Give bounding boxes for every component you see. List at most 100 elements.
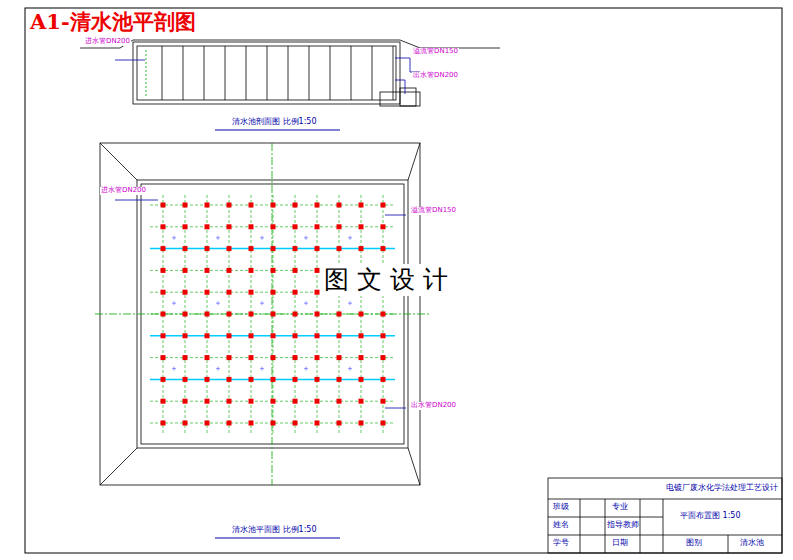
pier-mark <box>205 377 210 382</box>
pier-mark <box>381 377 386 382</box>
pier-mark <box>315 399 320 404</box>
pier-mark <box>227 377 232 382</box>
pier-mark <box>359 246 364 251</box>
pier-mark <box>315 355 320 360</box>
pier-mark <box>315 377 320 382</box>
pier-mark <box>205 355 210 360</box>
pipe-label: 溢流管DN150 <box>412 48 459 56</box>
pier-mark <box>205 290 210 295</box>
pier-mark <box>249 399 254 404</box>
pier-mark <box>271 203 276 208</box>
pier-mark <box>315 312 320 317</box>
pier-mark <box>359 312 364 317</box>
cross-mark <box>260 367 264 371</box>
pier-mark <box>315 333 320 338</box>
pier-mark <box>183 355 188 360</box>
pier-mark <box>359 224 364 229</box>
pier-mark <box>205 399 210 404</box>
pier-mark <box>337 203 342 208</box>
block-cell: 电镀厂废水化学法处理工艺设计 <box>666 484 778 493</box>
cross-mark <box>216 236 220 240</box>
sheet-frame <box>25 8 782 553</box>
cross-mark <box>260 236 264 240</box>
pier-mark <box>249 355 254 360</box>
title-underline <box>215 538 340 539</box>
pier-mark <box>227 224 232 229</box>
pier-line <box>162 46 163 100</box>
pier-line <box>288 46 289 100</box>
pier-mark <box>381 399 386 404</box>
pier-mark <box>381 333 386 338</box>
pier-line <box>204 46 205 100</box>
pier-mark <box>337 246 342 251</box>
pier-mark <box>227 246 232 251</box>
pier-mark <box>183 377 188 382</box>
pier-mark <box>381 312 386 317</box>
pier-mark <box>161 290 166 295</box>
pier-mark <box>293 290 298 295</box>
pier-line <box>309 46 310 100</box>
pier-mark <box>293 355 298 360</box>
pier-mark <box>359 355 364 360</box>
pier-mark <box>381 224 386 229</box>
pier-mark <box>183 246 188 251</box>
pier-mark <box>337 377 342 382</box>
pier-line <box>267 46 268 100</box>
pier-mark <box>271 399 276 404</box>
pier-mark <box>183 203 188 208</box>
pier-mark <box>359 203 364 208</box>
pier-mark <box>381 355 386 360</box>
pier-mark <box>205 333 210 338</box>
pier-mark <box>293 312 298 317</box>
pier-mark <box>271 268 276 273</box>
pier-mark <box>249 421 254 426</box>
pier-line <box>183 46 184 100</box>
title-underline <box>215 130 340 131</box>
pier-mark <box>205 224 210 229</box>
pier-mark <box>315 268 320 273</box>
pier-mark <box>249 246 254 251</box>
pier-mark <box>161 203 166 208</box>
pier-mark <box>205 421 210 426</box>
pier-mark <box>315 224 320 229</box>
pier-mark <box>183 268 188 273</box>
pier-mark <box>271 246 276 251</box>
pier-mark <box>381 203 386 208</box>
pier-mark <box>249 333 254 338</box>
pier-mark <box>337 312 342 317</box>
pier-mark <box>337 399 342 404</box>
pier-mark <box>359 377 364 382</box>
pier-mark <box>227 312 232 317</box>
block-cell: 班级 <box>553 503 569 512</box>
block-cell: 姓名 <box>553 521 569 530</box>
cross-mark <box>260 301 264 305</box>
pier-mark <box>359 333 364 338</box>
pier-mark <box>315 290 320 295</box>
pier-mark <box>183 290 188 295</box>
pier-mark <box>271 377 276 382</box>
pier-mark <box>315 246 320 251</box>
pier-mark <box>271 224 276 229</box>
cross-mark <box>216 367 220 371</box>
section-piers <box>162 46 393 100</box>
pier-mark <box>227 421 232 426</box>
pier-mark <box>183 421 188 426</box>
pier-mark <box>271 421 276 426</box>
pipe-label: 进水管DN200 <box>84 38 131 46</box>
pipe-label: 出水管DN200 <box>410 402 457 410</box>
cross-mark <box>304 301 308 305</box>
pier-mark <box>249 203 254 208</box>
cross-mark <box>348 236 352 240</box>
pier-line <box>393 46 394 100</box>
pier-mark <box>337 333 342 338</box>
pier-line <box>246 46 247 100</box>
block-cell: 专业 <box>612 503 628 512</box>
view-title: 清水池剖面图 比例1:50 <box>232 118 317 127</box>
pier-mark <box>205 246 210 251</box>
pipe-label: 溢流管DN150 <box>410 207 457 215</box>
pier-mark <box>337 355 342 360</box>
cross-mark <box>172 301 176 305</box>
pier-mark <box>293 203 298 208</box>
pier-mark <box>205 203 210 208</box>
